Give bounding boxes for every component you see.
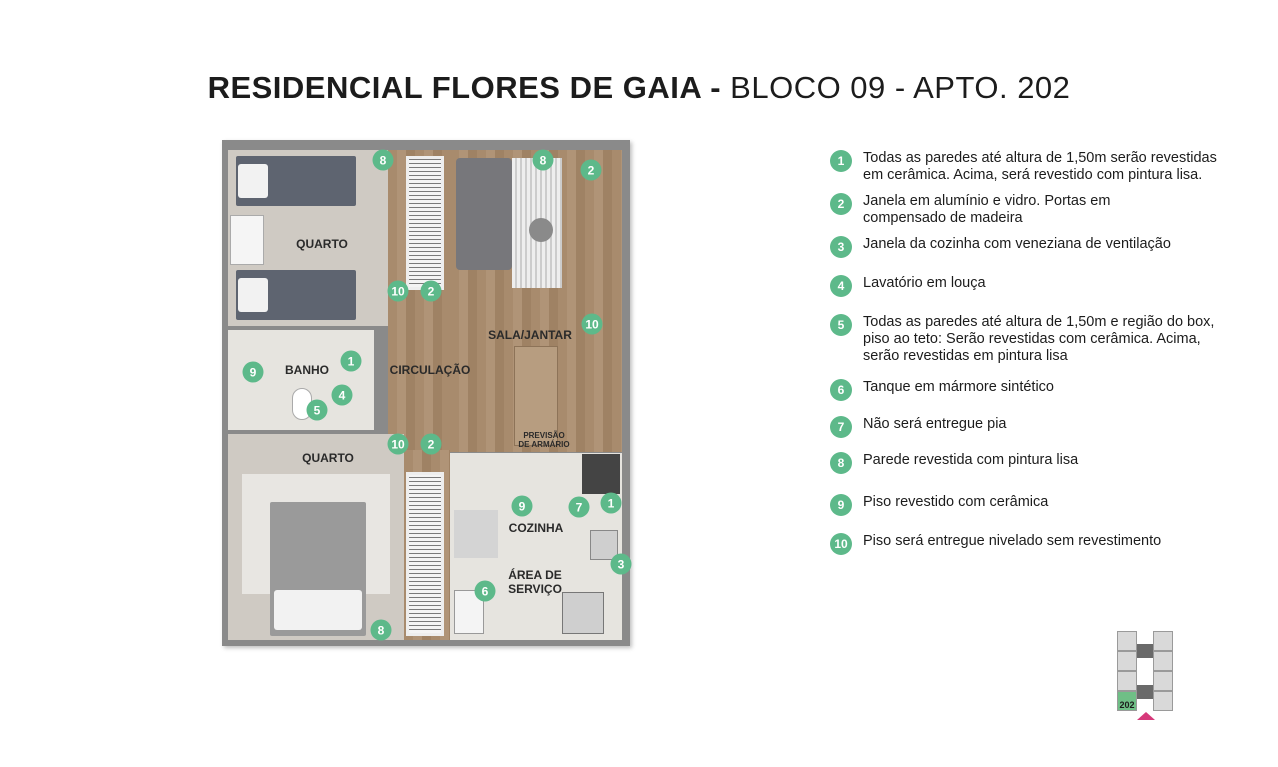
legend-text: Piso será entregue nivelado sem revestim… bbox=[863, 533, 1162, 549]
marker: 2 bbox=[420, 280, 442, 302]
legend-badge: 10 bbox=[830, 533, 852, 555]
legend-item: 10 Piso será entregue nivelado sem revest… bbox=[830, 533, 1161, 555]
legend-text: Tanque em mármore sintético bbox=[863, 379, 1054, 395]
legend-item: 3 Janela da cozinha com veneziana de vent… bbox=[830, 236, 1171, 258]
coffee-table-icon bbox=[529, 218, 553, 242]
marker: 5 bbox=[306, 399, 328, 421]
marker: 3 bbox=[610, 553, 632, 575]
legend-text: Todas as paredes até altura de 1,50m e r… bbox=[863, 314, 1215, 364]
marker: 10 bbox=[387, 280, 409, 302]
label-area-servico: ÁREA DE SERVIÇO bbox=[508, 568, 562, 596]
label-banho: BANHO bbox=[285, 363, 329, 377]
sink-icon bbox=[590, 530, 618, 560]
marker: 2 bbox=[420, 433, 442, 455]
marker: 8 bbox=[370, 619, 392, 641]
label-circulacao: CIRCULAÇÃO bbox=[389, 363, 471, 377]
pillow-icon bbox=[238, 278, 268, 312]
legend-badge: 2 bbox=[830, 193, 852, 215]
legend-badge: 8 bbox=[830, 452, 852, 474]
floor-plan: QUARTO BANHO CIRCULAÇÃO SALA/JANTAR QUAR… bbox=[222, 140, 632, 646]
label-armario: PREVISÃO DE ARMÁRIO bbox=[518, 431, 570, 449]
legend-item: 7 Não será entregue pia bbox=[830, 416, 1007, 438]
legend-badge: 1 bbox=[830, 150, 852, 172]
marker: 2 bbox=[580, 159, 602, 181]
title-regular: BLOCO 09 - APTO. 202 bbox=[721, 70, 1071, 105]
legend-text: Parede revestida com pintura lisa bbox=[863, 452, 1079, 468]
page-title: RESIDENCIAL FLORES DE GAIA - BLOCO 09 - … bbox=[0, 70, 1278, 106]
marker: 1 bbox=[600, 492, 622, 514]
marker: 10 bbox=[581, 313, 603, 335]
connector bbox=[1137, 685, 1153, 699]
legend-item: 8 Parede revestida com pintura lisa bbox=[830, 452, 1078, 474]
legend-item: 4 Lavatório em louça bbox=[830, 275, 986, 297]
marker: 6 bbox=[474, 580, 496, 602]
marker: 9 bbox=[242, 361, 264, 383]
legend-text: Todas as paredes até altura de 1,50m ser… bbox=[863, 150, 1217, 183]
marker: 4 bbox=[331, 384, 353, 406]
legend-text: Janela em alumínio e vidro. Portas em co… bbox=[863, 193, 1111, 226]
washing-machine-icon bbox=[562, 592, 604, 634]
legend-item: 2 Janela em alumínio e vidro. Portas em c… bbox=[830, 193, 1130, 227]
legend-text: Lavatório em louça bbox=[863, 275, 986, 291]
marker: 8 bbox=[372, 149, 394, 171]
marker: 9 bbox=[511, 495, 533, 517]
legend-item: 1 Todas as paredes até altura de 1,50m se… bbox=[830, 150, 1220, 184]
legend-badge: 3 bbox=[830, 236, 852, 258]
marker: 10 bbox=[387, 433, 409, 455]
label-sala: SALA/JANTAR bbox=[488, 328, 572, 342]
legend-text: Piso revestido com cerâmica bbox=[863, 494, 1049, 510]
legend-badge: 6 bbox=[830, 379, 852, 401]
label-quarto-2: QUARTO bbox=[302, 451, 354, 465]
legend-text: Não será entregue pia bbox=[863, 416, 1007, 432]
desk-icon bbox=[230, 215, 264, 265]
legend-item: 5 Todas as paredes até altura de 1,50m e … bbox=[830, 314, 1220, 365]
marker: 7 bbox=[568, 496, 590, 518]
legend-text: Janela da cozinha com veneziana de venti… bbox=[863, 236, 1171, 252]
legend-item: 9 Piso revestido com cerâmica bbox=[830, 494, 1048, 516]
legend-item: 6 Tanque em mármore sintético bbox=[830, 379, 1054, 401]
unit-202: 202 bbox=[1117, 691, 1137, 711]
pillow-icon bbox=[238, 164, 268, 198]
marker: 8 bbox=[532, 149, 554, 171]
legend-badge: 4 bbox=[830, 275, 852, 297]
title-bold: RESIDENCIAL FLORES DE GAIA - bbox=[207, 70, 722, 105]
wardrobe-icon bbox=[406, 472, 444, 636]
connector bbox=[1137, 644, 1153, 658]
fridge-icon bbox=[454, 510, 498, 558]
dining-table-icon bbox=[514, 346, 558, 446]
pillow-icon bbox=[274, 590, 362, 630]
label-quarto-1: QUARTO bbox=[296, 237, 348, 251]
legend-badge: 5 bbox=[830, 314, 852, 336]
sofa-icon bbox=[456, 158, 512, 270]
legend-badge: 7 bbox=[830, 416, 852, 438]
label-cozinha: COZINHA bbox=[508, 521, 564, 535]
pointer-triangle-icon bbox=[1137, 712, 1155, 720]
legend-badge: 9 bbox=[830, 494, 852, 516]
stove-icon bbox=[582, 454, 620, 494]
wardrobe-icon bbox=[406, 156, 444, 290]
marker: 1 bbox=[340, 350, 362, 372]
